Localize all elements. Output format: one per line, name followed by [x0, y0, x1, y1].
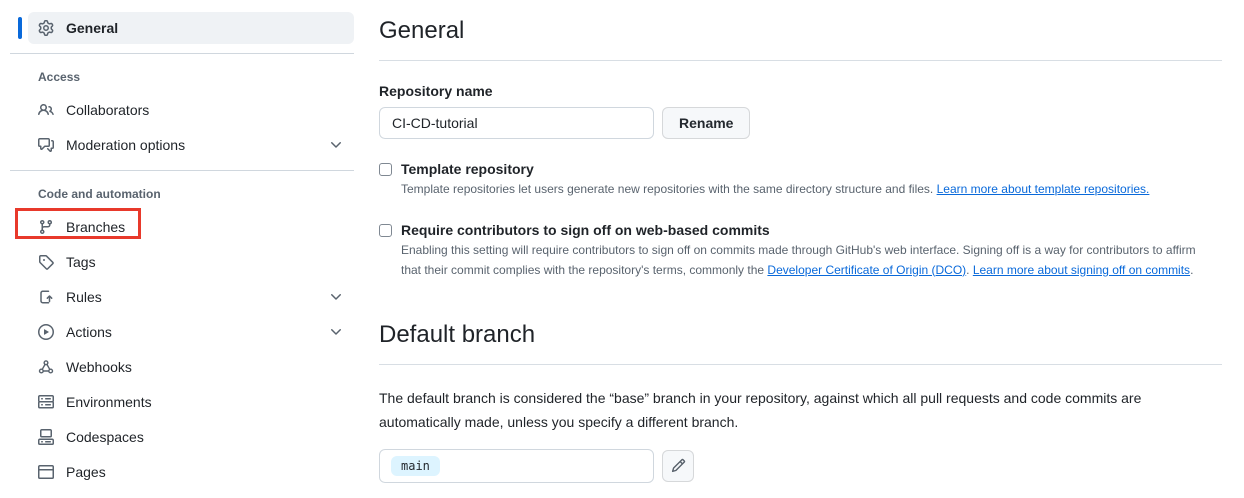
description-terminator: . — [1190, 262, 1194, 277]
page-title-default-branch: Default branch — [379, 321, 536, 349]
rename-button[interactable]: Rename — [662, 107, 751, 139]
codespaces-icon — [38, 429, 54, 445]
template-learn-more-link[interactable]: Learn more about template repositories. — [936, 182, 1150, 196]
tag-icon — [38, 254, 54, 270]
gear-icon — [38, 20, 54, 36]
page-title-general: General — [379, 17, 465, 44]
signoff-commits-body: Require contributors to sign off on web-… — [401, 222, 1196, 281]
sidebar-item-branches[interactable]: Branches — [15, 208, 354, 243]
sidebar-divider — [10, 170, 354, 171]
template-repository-label[interactable]: Template repository — [401, 161, 534, 177]
sidebar-item-environments[interactable]: Environments — [28, 386, 354, 418]
sidebar-item-label: Actions — [66, 324, 112, 340]
chevron-down-icon — [328, 289, 344, 305]
sidebar-section-access: Access — [38, 70, 81, 84]
settings-main-panel: General Repository name Rename Template … — [362, 0, 1244, 498]
browser-icon — [38, 464, 54, 480]
sidebar-item-label: Codespaces — [66, 429, 144, 445]
default-branch-field: main — [379, 448, 654, 483]
sidebar-item-label: Tags — [66, 254, 96, 270]
branch-name-badge: main — [391, 455, 440, 476]
git-branch-icon — [38, 219, 54, 235]
sidebar-item-tags[interactable]: Tags — [28, 246, 354, 278]
comment-discussion-icon — [38, 137, 54, 153]
template-repository-description: Template repositories let users generate… — [401, 180, 1149, 200]
sidebar-item-moderation-options[interactable]: Moderation options — [28, 129, 354, 161]
sidebar-item-general[interactable]: General — [18, 12, 354, 44]
sidebar-item-label: Environments — [66, 394, 152, 410]
sidebar-item-actions[interactable]: Actions — [28, 316, 354, 348]
sidebar-item-webhooks[interactable]: Webhooks — [28, 351, 354, 383]
dco-link[interactable]: Developer Certificate of Origin (DCO) — [767, 262, 967, 277]
signoff-learn-more-link[interactable]: Learn more about signing off on commits — [972, 262, 1191, 277]
signoff-commits-checkbox[interactable] — [379, 223, 392, 237]
template-repository-checkbox[interactable] — [379, 163, 392, 176]
sidebar-item-label: Webhooks — [66, 359, 132, 375]
sidebar-item-pages[interactable]: Pages — [28, 456, 354, 488]
sidebar-section-code-automation: Code and automation — [38, 187, 161, 201]
pencil-icon — [671, 458, 686, 473]
edit-branch-button[interactable] — [662, 449, 694, 482]
section-divider — [379, 364, 1222, 366]
sidebar-item-label: Moderation options — [66, 137, 186, 153]
sidebar-item-label: Rules — [66, 289, 102, 305]
default-branch-description: The default branch is considered the “ba… — [379, 390, 1142, 431]
settings-sidebar: General Access Collaborators Moderation … — [0, 0, 362, 498]
webhook-icon — [38, 359, 54, 375]
description-text: Template repositories let users generate… — [401, 182, 937, 196]
signoff-commits-row: Require contributors to sign off on web-… — [379, 222, 1222, 281]
people-icon — [38, 102, 54, 118]
section-divider — [379, 60, 1222, 61]
play-icon — [38, 324, 54, 340]
chevron-down-icon — [328, 137, 344, 153]
server-icon — [38, 394, 54, 410]
template-repository-row: Template repository Template repositorie… — [379, 161, 1222, 200]
repository-name-input[interactable] — [379, 107, 654, 139]
template-repository-body: Template repository Template repositorie… — [401, 161, 1149, 200]
description-separator: . — [966, 262, 973, 277]
chevron-down-icon — [328, 324, 344, 340]
sidebar-item-label: General — [66, 20, 119, 36]
signoff-commits-description: Enabling this setting will require contr… — [401, 241, 1196, 281]
sidebar-item-label: Branches — [66, 219, 126, 235]
sidebar-item-collaborators[interactable]: Collaborators — [28, 94, 354, 126]
default-branch-row: main — [379, 448, 1222, 483]
repository-name-label: Repository name — [379, 83, 493, 99]
sidebar-divider — [10, 53, 354, 54]
signoff-commits-label[interactable]: Require contributors to sign off on web-… — [401, 221, 770, 238]
repository-name-row: Rename — [379, 107, 1222, 139]
sidebar-item-codespaces[interactable]: Codespaces — [28, 421, 354, 453]
sidebar-item-label: Collaborators — [66, 102, 150, 118]
sidebar-item-label: Pages — [66, 464, 106, 480]
description-text: Enabling this setting will require contr… — [401, 242, 1196, 277]
sidebar-item-rules[interactable]: Rules — [28, 281, 354, 313]
rules-icon — [38, 289, 54, 305]
